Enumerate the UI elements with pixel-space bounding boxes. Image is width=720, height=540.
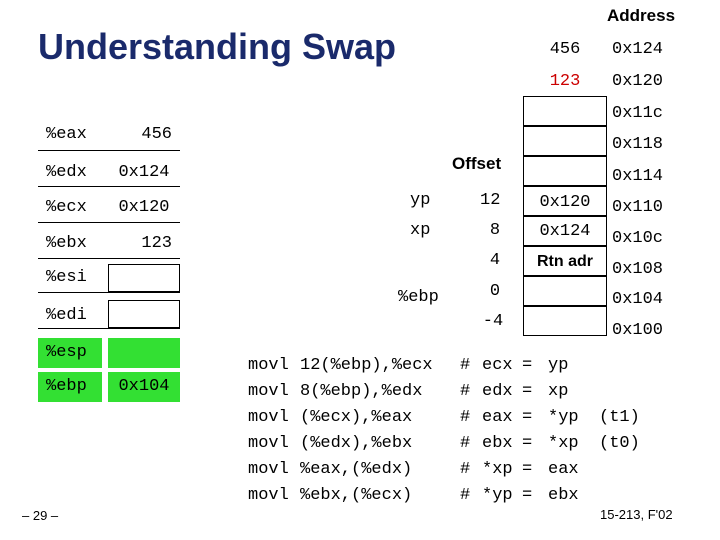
comment-rhs: eax: [548, 460, 579, 479]
comment-rhs: ebx: [548, 486, 579, 505]
memory-content-0x110: 0x120: [539, 193, 591, 212]
memory-content-0x124: 456: [549, 40, 581, 59]
code-op: movl: [248, 486, 289, 505]
code-op: movl: [248, 408, 289, 427]
offset-8: 8: [489, 221, 501, 240]
offset-0: 0: [489, 282, 501, 301]
comment-lhs: ebx: [482, 434, 513, 453]
comment-hash: #: [460, 382, 471, 401]
register-name-edx: %edx: [46, 163, 87, 182]
comment-hash: #: [460, 408, 471, 427]
register-name-esi: %esi: [46, 268, 87, 287]
memory-address-0x124: 0x124: [612, 40, 664, 59]
memory-cell-0x11c: [523, 96, 607, 126]
comment-lhs: *yp: [482, 486, 513, 505]
register-name-ebx: %ebx: [46, 234, 87, 253]
register-name-eax: %eax: [46, 125, 87, 144]
register-value-eax: 456: [141, 125, 172, 144]
code-op: movl: [248, 434, 289, 453]
memory-content-0x10c: 0x124: [539, 222, 591, 241]
memory-address-0x104: 0x104: [612, 290, 664, 309]
register-underline: [38, 328, 180, 329]
comment-rhs: *yp (t1): [548, 408, 640, 427]
register-box-ebp: [108, 372, 180, 402]
comment-hash: #: [460, 434, 471, 453]
register-underline: [38, 186, 180, 187]
offset-header: Offset: [452, 154, 502, 173]
register-name-ebp: %ebp: [46, 377, 87, 396]
comment-rhs: xp: [548, 382, 569, 401]
memory-address-0x114: 0x114: [612, 167, 664, 186]
memory-cell-0x118: [523, 126, 607, 156]
comment-hash: #: [460, 460, 471, 479]
register-underline: [38, 292, 180, 293]
memory-cell-0x10c: [523, 216, 607, 246]
code-args: %eax,(%edx): [300, 460, 413, 479]
memory-cell-0x114: [523, 156, 607, 186]
comment-lhs: edx: [482, 382, 513, 401]
register-underline: [38, 222, 180, 223]
comment-eq: =: [522, 382, 533, 401]
offset-label-yp: yp: [410, 191, 431, 210]
comment-eq: =: [522, 408, 533, 427]
register-highlight-esp: [38, 338, 102, 368]
page-title: Understanding Swap: [38, 26, 397, 67]
register-underline: [38, 258, 180, 259]
comment-eq: =: [522, 486, 533, 505]
memory-address-0x110: 0x110: [612, 198, 664, 217]
register-box-edi: [108, 300, 180, 328]
memory-cell-0x110: [523, 186, 607, 216]
page-number: – 29 –: [22, 508, 59, 523]
register-highlight-ebp: [38, 372, 102, 402]
offset-12: 12: [480, 191, 501, 210]
register-underline: [38, 150, 180, 151]
register-value-edx: 0x124: [118, 163, 170, 182]
register-name-edi: %edi: [46, 306, 87, 325]
register-box-esi: [108, 264, 180, 292]
offset-label-ebp: %ebp: [398, 288, 439, 307]
memory-address-0x118: 0x118: [612, 135, 664, 154]
comment-lhs: ecx: [482, 356, 513, 375]
register-name-esp: %esp: [46, 343, 87, 362]
code-args: (%ecx),%eax: [300, 408, 413, 427]
memory-address-0x100: 0x100: [612, 321, 664, 340]
memory-content-0x120: 123: [549, 72, 581, 91]
comment-eq: =: [522, 434, 533, 453]
comment-hash: #: [460, 486, 471, 505]
course-label: 15-213, F'02: [600, 507, 673, 522]
code-args: %ebx,(%ecx): [300, 486, 413, 505]
register-value-ecx: 0x120: [118, 198, 170, 217]
comment-rhs: yp: [548, 356, 569, 375]
code-op: movl: [248, 460, 289, 479]
memory-cell-0x100: [523, 306, 607, 336]
memory-address-0x10c: 0x10c: [612, 229, 664, 248]
comment-hash: #: [460, 356, 471, 375]
register-value-ebx: 123: [141, 234, 172, 253]
code-args: 12(%ebp),%ecx: [300, 356, 433, 375]
code-op: movl: [248, 356, 289, 375]
comment-eq: =: [522, 356, 533, 375]
comment-lhs: eax: [482, 408, 513, 427]
register-name-ecx: %ecx: [46, 198, 87, 217]
comment-eq: =: [522, 460, 533, 479]
memory-address-0x120: 0x120: [612, 72, 664, 91]
offset-label-xp: xp: [410, 221, 431, 240]
comment-lhs: *xp: [482, 460, 513, 479]
memory-content-0x108: Rtn adr: [537, 253, 593, 270]
memory-address-0x11c: 0x11c: [612, 104, 664, 123]
code-args: 8(%ebp),%edx: [300, 382, 423, 401]
comment-rhs: *xp (t0): [548, 434, 640, 453]
address-header: Address: [607, 6, 676, 25]
memory-cell-0x108: [523, 246, 607, 276]
memory-cell-0x104: [523, 276, 607, 306]
offset-neg4: -4: [482, 312, 504, 331]
register-value-ebp: 0x104: [118, 377, 170, 396]
memory-address-0x108: 0x108: [612, 260, 664, 279]
register-box-esp: [108, 338, 180, 368]
offset-4: 4: [489, 251, 501, 270]
code-args: (%edx),%ebx: [300, 434, 413, 453]
code-op: movl: [248, 382, 289, 401]
